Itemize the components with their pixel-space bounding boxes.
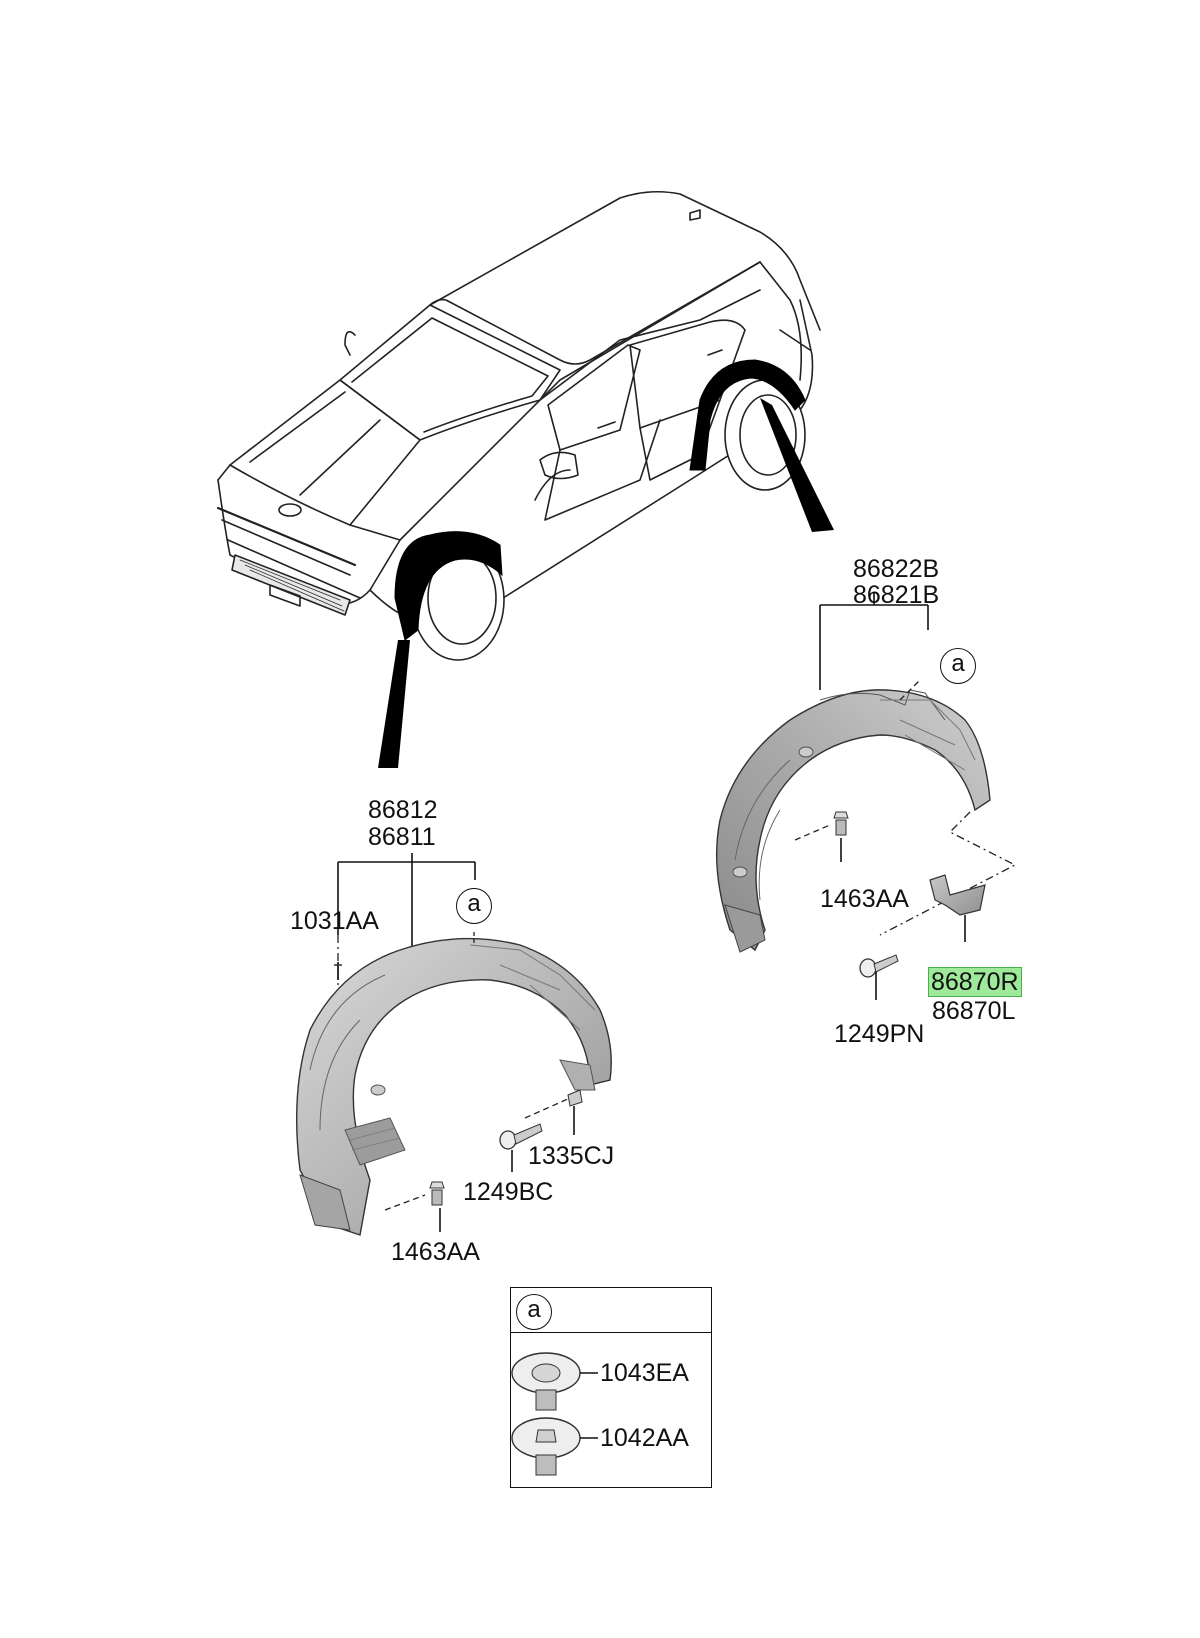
front-wheel-liner	[295, 937, 612, 1236]
label-1463AA-front[interactable]: 1463AA	[391, 1238, 480, 1266]
callout-a-rear: a	[940, 648, 976, 684]
label-1463AA-rear[interactable]: 1463AA	[820, 885, 909, 913]
label-86821B[interactable]: 86821B	[853, 581, 940, 609]
legend-fasteners	[511, 1352, 598, 1476]
mud-flap	[929, 874, 986, 916]
label-86811[interactable]: 86811	[368, 823, 436, 851]
vehicle-illustration	[216, 190, 821, 661]
legend-divider	[510, 1332, 712, 1333]
label-1249BC[interactable]: 1249BC	[463, 1178, 554, 1206]
leader-wedges	[378, 398, 834, 768]
front-assembly	[295, 853, 612, 1236]
label-1043EA[interactable]: 1043EA	[600, 1359, 689, 1387]
label-1249PN[interactable]: 1249PN	[834, 1020, 925, 1048]
liner-highlight-on-vehicle	[394, 359, 806, 641]
label-86870L[interactable]: 86870L	[932, 997, 1016, 1025]
callout-a-front: a	[456, 888, 492, 924]
label-1031AA[interactable]: 1031AA	[290, 907, 379, 935]
fastener-legend-box	[510, 1287, 712, 1488]
rear-wheel-liner	[715, 689, 991, 952]
rear-assembly	[715, 593, 1017, 1000]
label-86870R[interactable]: 86870R	[928, 967, 1022, 997]
label-1335CJ[interactable]: 1335CJ	[528, 1142, 615, 1170]
label-86812[interactable]: 86812	[368, 796, 438, 824]
label-86822B[interactable]: 86822B	[853, 555, 940, 583]
label-1042AA[interactable]: 1042AA	[600, 1424, 689, 1452]
legend-callout-a: a	[516, 1294, 552, 1330]
